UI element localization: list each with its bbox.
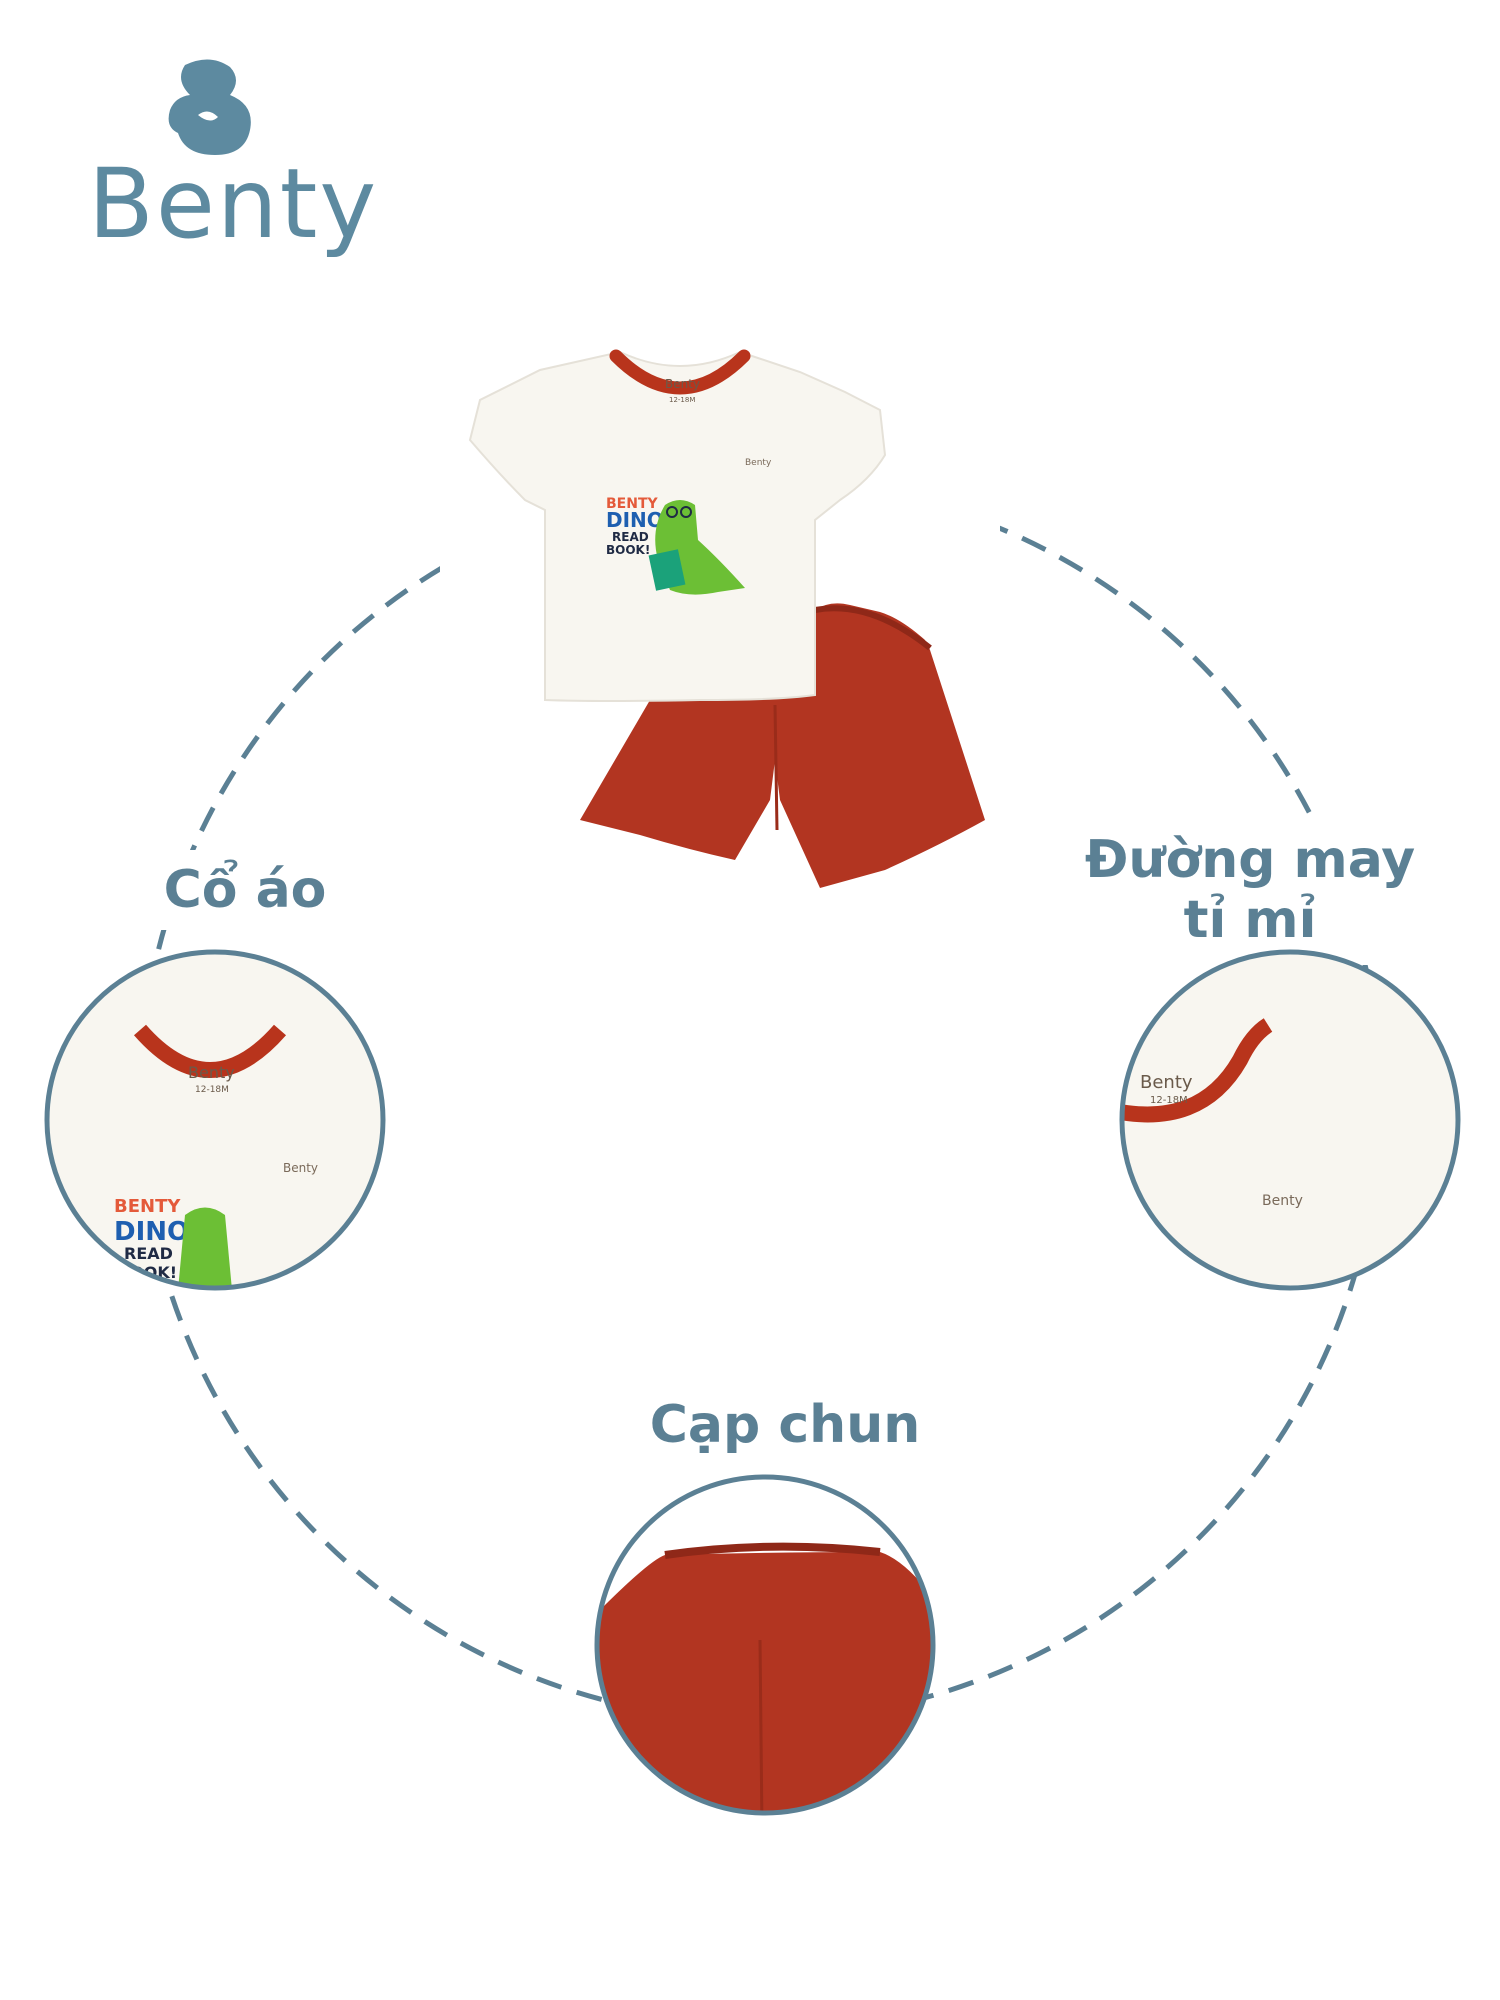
chest-logo: Benty	[745, 458, 772, 468]
tshirt-illustration: Benty 12-18M Benty BENTY DINO READ BOOK!	[468, 349, 887, 702]
print-line-3: READ	[612, 530, 649, 544]
print-line-1: BENTY	[606, 496, 659, 512]
brand-name: Benty	[88, 148, 379, 260]
feature-label-neck: Cổ áo	[163, 860, 327, 920]
feature-label-seam: Đường may tỉ mỉ	[1065, 830, 1435, 950]
seam-detail-tag-size: 12-18M	[1150, 1095, 1188, 1106]
shorts-illustration	[580, 603, 985, 888]
print-line-2: DINO	[606, 508, 664, 532]
neck-detail-tag-brand: Benty	[188, 1063, 235, 1082]
label-backdrop-neck	[140, 850, 350, 930]
label-backdrop-seam	[1070, 815, 1435, 965]
feature-label-seam-line1: Đường may	[1084, 830, 1416, 890]
print-line-4: BOOK!	[606, 543, 650, 557]
feature-label-seam-line2: tỉ mỉ	[1183, 890, 1317, 950]
seam-detail-circle: Benty 12-18M Benty	[1119, 949, 1461, 1291]
seam-detail-tag-brand: Benty	[1140, 1072, 1193, 1093]
waistband-detail-circle	[594, 1474, 936, 1816]
neck-detail-chest-logo: Benty	[283, 1161, 318, 1175]
dino-print: BENTY DINO READ BOOK!	[606, 496, 745, 595]
neck-detail-tag-size: 12-18M	[195, 1085, 229, 1095]
neck-tag-brand: Benty	[665, 377, 700, 391]
seam-detail-chest-logo: Benty	[1262, 1193, 1303, 1209]
feature-label-waistband: Cạp chun	[649, 1395, 921, 1455]
neck-tag-size: 12-18M	[669, 396, 695, 404]
neck-detail-circle: Benty 12-18M Benty BENTY DINO READ BOOK!	[44, 949, 386, 1291]
neck-detail-print-1: BENTY	[114, 1196, 181, 1217]
neck-detail-print-2: DINO	[114, 1217, 189, 1247]
label-backdrop-waist	[625, 1390, 945, 1470]
neck-detail-print-3: READ	[124, 1244, 173, 1263]
product-image: Benty 12-18M Benty BENTY DINO READ BOOK!	[468, 349, 985, 888]
benty-logo	[168, 59, 251, 155]
